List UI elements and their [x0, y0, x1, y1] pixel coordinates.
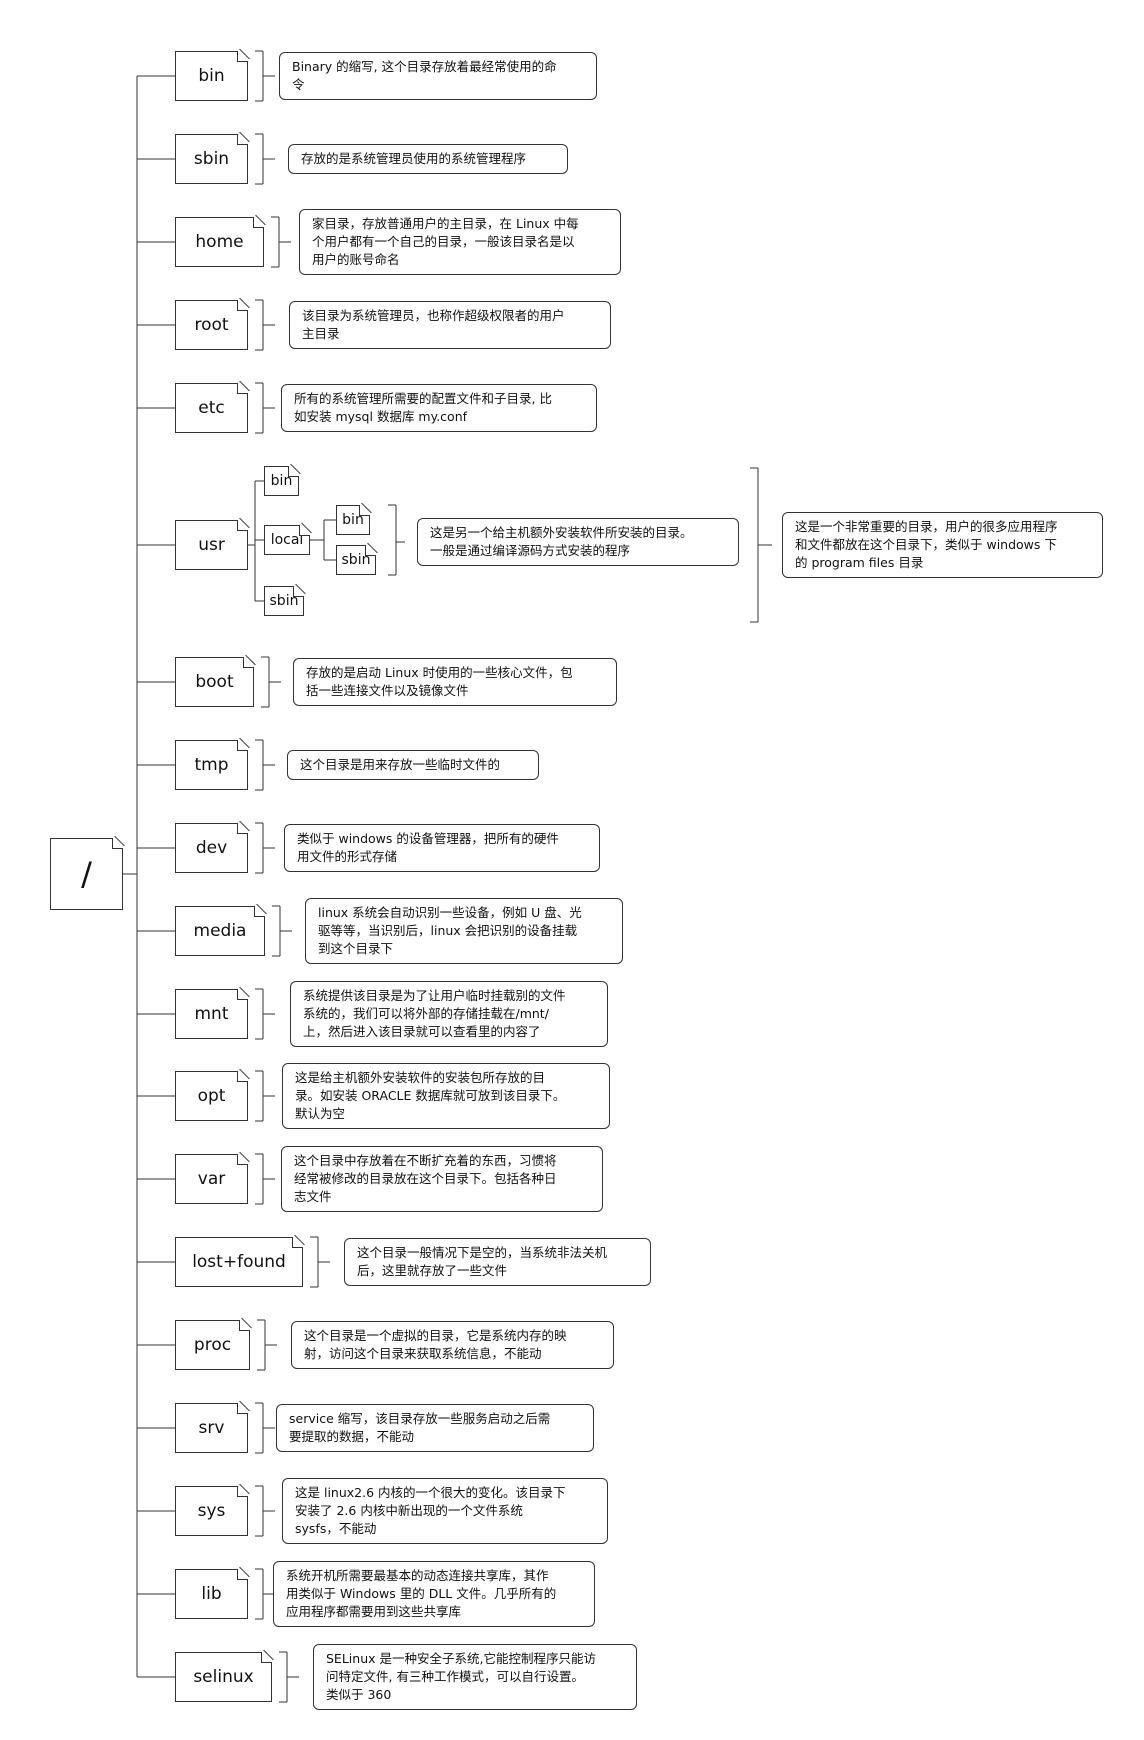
- dir-description-box: Binary 的缩写, 这个目录存放着最经常使用的命 令: [279, 52, 597, 100]
- dir-description-box: 这个目录是一个虚拟的目录，它是系统内存的映 射，访问这个目录来获取系统信息，不能…: [291, 1321, 614, 1369]
- dir-node-dev: dev: [175, 823, 248, 873]
- dir-node-mnt: mnt: [175, 989, 248, 1039]
- dir-node-lost-found: lost+found: [175, 1237, 303, 1287]
- dir-description-box: 所有的系统管理所需要的配置文件和子目录, 比 如安装 mysql 数据库 my.…: [281, 384, 597, 432]
- dir-node-usr: usr: [175, 520, 248, 570]
- dir-node-home: home: [175, 217, 264, 267]
- dir-description-text: 存放的是系统管理员使用的系统管理程序: [301, 151, 527, 166]
- dir-description-box: SELinux 是一种安全子系统,它能控制程序只能访 问特定文件, 有三种工作模…: [313, 1644, 637, 1710]
- dir-description-box: 这个目录中存放着在不断扩充着的东西，习惯将 经常被修改的目录放在这个目录下。包括…: [281, 1146, 603, 1212]
- dir-node-srv: srv: [175, 1403, 248, 1453]
- dir-description-box: 这个目录是用来存放一些临时文件的: [287, 750, 539, 780]
- dir-name-label: home: [195, 232, 244, 252]
- dir-name-label: lost+found: [192, 1252, 286, 1272]
- dir-description-box: 这是给主机额外安装软件的安装包所存放的目 录。如安装 ORACLE 数据库就可放…: [282, 1063, 610, 1129]
- dir-description-text: 系统开机所需要最基本的动态连接共享库，其作 用类似于 Windows 里的 DL…: [286, 1568, 557, 1619]
- dir-description-text: 类似于 windows 的设备管理器，把所有的硬件 用文件的形式存储: [297, 831, 559, 864]
- dir-node-selinux: selinux: [175, 1652, 272, 1702]
- dir-name-label: bin: [198, 66, 225, 86]
- dir-node-proc: proc: [175, 1320, 250, 1370]
- dir-description-text: 所有的系统管理所需要的配置文件和子目录, 比 如安装 mysql 数据库 my.…: [294, 391, 552, 424]
- dir-description-text: 这个目录是用来存放一些临时文件的: [300, 757, 501, 772]
- dir-name-label: var: [197, 1169, 226, 1189]
- dir-description-box: 这是 linux2.6 内核的一个很大的变化。该目录下 安装了 2.6 内核中新…: [282, 1478, 608, 1544]
- dir-description-text: 这个目录一般情况下是空的，当系统非法关机 后，这里就存放了一些文件: [357, 1245, 608, 1278]
- dir-name-label: srv: [198, 1418, 225, 1438]
- dir-description-box: 这是一个非常重要的目录，用户的很多应用程序 和文件都放在这个目录下，类似于 wi…: [782, 512, 1103, 578]
- dir-name-label: sys: [197, 1501, 226, 1521]
- dir-node-opt: opt: [175, 1071, 248, 1121]
- dir-name-label: mnt: [194, 1004, 229, 1024]
- dir-node-sbin: sbin: [175, 134, 248, 184]
- dir-name-label: selinux: [193, 1667, 254, 1687]
- dir-name-label: boot: [195, 672, 234, 692]
- usr-local-node: local: [264, 525, 310, 555]
- usr-local-description: 这是另一个给主机额外安装软件所安装的目录。 一般是通过编译源码方式安装的程序: [417, 518, 739, 566]
- usr-local-sbin-label: sbin: [341, 552, 371, 568]
- dir-description-box: 系统开机所需要最基本的动态连接共享库，其作 用类似于 Windows 里的 DL…: [273, 1561, 595, 1627]
- dir-node-var: var: [175, 1154, 248, 1204]
- dir-node-lib: lib: [175, 1569, 248, 1619]
- root-directory-node: /: [50, 838, 123, 910]
- dir-description-box: 家目录，存放普通用户的主目录，在 Linux 中每 个用户都有一个自己的目录，一…: [299, 209, 621, 275]
- dir-name-label: usr: [198, 535, 225, 555]
- dir-description-box: 这个目录一般情况下是空的，当系统非法关机 后，这里就存放了一些文件: [344, 1238, 651, 1286]
- dir-name-label: sbin: [193, 149, 230, 169]
- usr-sbin-label: sbin: [269, 593, 299, 609]
- dir-node-etc: etc: [175, 383, 248, 433]
- dir-description-text: 该目录为系统管理员，也称作超级权限者的用户 主目录: [302, 308, 565, 341]
- dir-name-label: tmp: [194, 755, 229, 775]
- dir-description-box: 存放的是系统管理员使用的系统管理程序: [288, 144, 568, 174]
- dir-name-label: opt: [197, 1086, 226, 1106]
- usr-bin-label: bin: [270, 473, 293, 489]
- usr-local-description-text: 这是另一个给主机额外安装软件所安装的目录。 一般是通过编译源码方式安装的程序: [430, 525, 693, 558]
- usr-sbin-node: sbin: [264, 586, 304, 616]
- usr-bin-node: bin: [264, 466, 299, 496]
- dir-name-label: dev: [195, 838, 228, 858]
- dir-description-text: 这个目录是一个虚拟的目录，它是系统内存的映 射，访问这个目录来获取系统信息，不能…: [304, 1328, 567, 1361]
- dir-name-label: lib: [201, 1584, 222, 1604]
- dir-description-text: 系统提供该目录是为了让用户临时挂载别的文件 系统的，我们可以将外部的存储挂载在/…: [303, 988, 566, 1039]
- dir-description-text: 家目录，存放普通用户的主目录，在 Linux 中每 个用户都有一个自己的目录，一…: [312, 216, 579, 267]
- root-directory-label: /: [81, 855, 92, 893]
- dir-node-bin: bin: [175, 51, 248, 101]
- dir-node-boot: boot: [175, 657, 254, 707]
- dir-description-text: service 缩写，该目录存放一些服务启动之后需 要提取的数据，不能动: [289, 1411, 551, 1444]
- dir-description-text: 这是 linux2.6 内核的一个很大的变化。该目录下 安装了 2.6 内核中新…: [295, 1485, 566, 1536]
- dir-node-root: root: [175, 300, 248, 350]
- usr-local-sbin-node: sbin: [336, 545, 376, 575]
- dir-description-text: linux 系统会自动识别一些设备，例如 U 盘、光 驱等等，当识别后，linu…: [318, 905, 582, 956]
- dir-description-text: 这是一个非常重要的目录，用户的很多应用程序 和文件都放在这个目录下，类似于 wi…: [795, 519, 1058, 570]
- dir-description-box: 类似于 windows 的设备管理器，把所有的硬件 用文件的形式存储: [284, 824, 600, 872]
- dir-description-box: linux 系统会自动识别一些设备，例如 U 盘、光 驱等等，当识别后，linu…: [305, 898, 623, 964]
- usr-local-bin-label: bin: [342, 512, 364, 528]
- usr-local-bin-node: bin: [336, 505, 370, 535]
- dir-description-text: 存放的是启动 Linux 时使用的一些核心文件，包 括一些连接文件以及镜像文件: [306, 665, 573, 698]
- dir-description-box: service 缩写，该目录存放一些服务启动之后需 要提取的数据，不能动: [276, 1404, 594, 1452]
- dir-node-media: media: [175, 906, 265, 956]
- dir-description-text: 这个目录中存放着在不断扩充着的东西，习惯将 经常被修改的目录放在这个目录下。包括…: [294, 1153, 557, 1204]
- dir-description-box: 该目录为系统管理员，也称作超级权限者的用户 主目录: [289, 301, 611, 349]
- dir-description-text: Binary 的缩写, 这个目录存放着最经常使用的命 令: [292, 59, 557, 92]
- dir-description-text: 这是给主机额外安装软件的安装包所存放的目 录。如安装 ORACLE 数据库就可放…: [295, 1070, 566, 1121]
- dir-node-tmp: tmp: [175, 740, 248, 790]
- usr-local-label: local: [270, 532, 304, 548]
- dir-node-sys: sys: [175, 1486, 248, 1536]
- dir-description-box: 系统提供该目录是为了让用户临时挂载别的文件 系统的，我们可以将外部的存储挂载在/…: [290, 981, 608, 1047]
- dir-name-label: etc: [198, 398, 225, 418]
- dir-name-label: root: [194, 315, 229, 335]
- dir-name-label: media: [193, 921, 247, 941]
- dir-name-label: proc: [193, 1335, 232, 1355]
- dir-description-text: SELinux 是一种安全子系统,它能控制程序只能访 问特定文件, 有三种工作模…: [326, 1651, 596, 1702]
- dir-description-box: 存放的是启动 Linux 时使用的一些核心文件，包 括一些连接文件以及镜像文件: [293, 658, 617, 706]
